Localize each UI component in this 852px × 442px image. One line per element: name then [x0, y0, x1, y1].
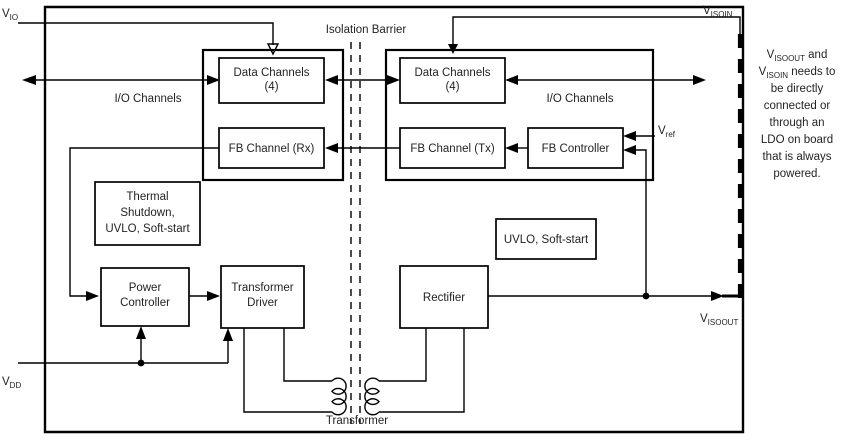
- visoout-feedback-trace: [629, 149, 647, 296]
- note-line-5: through an: [770, 117, 825, 129]
- transformer-primary-coil: [331, 377, 347, 416]
- data-channels-right-line1: Data Channels: [414, 67, 490, 79]
- block-rectifier: [399, 265, 489, 329]
- visoout-pin-label: VISOOUT: [700, 313, 738, 327]
- chip-outline: [43, 5, 745, 434]
- right-io-container: [384, 48, 655, 182]
- data-channels-left-line1: Data Channels: [233, 67, 309, 79]
- vref-arrow: [623, 131, 636, 141]
- visoout-arrowhead: [711, 291, 724, 301]
- note-line-4: connected or: [764, 100, 831, 112]
- fb-rx-to-power-controller-arrow: [86, 291, 99, 301]
- block-thermal-shutdown: [94, 181, 201, 246]
- data-channels-left-line2: (4): [264, 81, 278, 93]
- thermal-shutdown-line2: Shutdown,: [120, 207, 174, 219]
- note-line-8: powered.: [773, 168, 820, 180]
- vio-arrowhead: [266, 43, 280, 56]
- transformer-driver-line2: Driver: [247, 297, 278, 309]
- rectifier-label: Rectifier: [423, 292, 465, 304]
- visoout-junction-dot: [642, 292, 650, 300]
- block-power-controller: [100, 267, 190, 327]
- note-line-2: VISOIN needs to: [759, 66, 836, 80]
- fb-rx-to-power-controller-trace: [69, 147, 219, 297]
- vio-pin-label: VIO: [2, 8, 18, 22]
- vdd-to-power-controller-arrow: [136, 326, 146, 339]
- visoin-pin-label: VISOIN: [703, 5, 733, 19]
- visoin-arrowhead: [448, 44, 458, 54]
- isolation-barrier-label: Isolation Barrier: [326, 24, 407, 36]
- left-io-container: [201, 48, 345, 182]
- note-line-6: LDO on board: [761, 134, 833, 146]
- block-uvlo-softstart-right: [495, 218, 597, 260]
- io-channels-right-arrow-out: [693, 75, 706, 85]
- block-transformer-driver: [220, 265, 305, 329]
- fb-controller-label: FB Controller: [542, 143, 610, 155]
- driver-primary-top-trace: [283, 328, 332, 382]
- note-line-3: be directly: [771, 83, 824, 95]
- vdd-to-driver-arrow: [223, 328, 233, 341]
- io-channels-left-label: I/O Channels: [114, 93, 181, 105]
- driver-primary-bottom-trace: [243, 328, 332, 413]
- vdd-junction-dot: [137, 359, 145, 367]
- visoin-external-trace: [707, 16, 741, 38]
- block-data-channels-left: [218, 57, 325, 104]
- power-controller-to-driver-arrow: [207, 291, 220, 301]
- transformer-secondary-coil: [364, 377, 380, 416]
- visoin-supply-trace: [452, 16, 707, 45]
- io-channels-right-arrow-in: [505, 75, 518, 85]
- thermal-shutdown-line3: UVLO, Soft-start: [105, 223, 190, 235]
- power-controller-line1: Power: [129, 282, 162, 294]
- io-channels-right-label: I/O Channels: [546, 93, 613, 105]
- vio-supply-trace: [18, 22, 274, 45]
- block-fb-channel-rx: [218, 127, 325, 169]
- data-channels-right-line2: (4): [445, 81, 459, 93]
- fb-channel-barrier-arrow: [325, 143, 338, 153]
- thermal-shutdown-line1: Thermal: [126, 191, 168, 203]
- note-line-1: VISOOUT and: [767, 49, 828, 63]
- block-data-channels-right: [399, 57, 506, 104]
- data-channel-arrow-right: [387, 75, 400, 85]
- fb-controller-to-tx-arrow: [505, 143, 518, 153]
- io-channels-left-arrow-out: [22, 75, 36, 85]
- vref-label: Vref: [658, 125, 676, 139]
- vdd-pin-label: VDD: [2, 376, 21, 390]
- fb-channel-rx-label: FB Channel (Rx): [229, 143, 315, 155]
- transformer-driver-line1: Transformer: [231, 282, 293, 294]
- visoout-feedback-arrow: [623, 145, 636, 155]
- note-line-7: that is always: [762, 151, 831, 163]
- secondary-bottom-to-rectifier-trace: [379, 328, 465, 413]
- transformer-label: Transformer: [326, 415, 388, 427]
- uvlo-softstart-label: UVLO, Soft-start: [504, 234, 589, 246]
- io-channels-left-arrow-in: [207, 75, 220, 85]
- fb-channel-tx-label: FB Channel (Tx): [410, 143, 495, 155]
- power-controller-line2: Controller: [120, 297, 170, 309]
- data-channel-arrow-left: [325, 75, 338, 85]
- secondary-top-to-rectifier-trace: [379, 328, 427, 382]
